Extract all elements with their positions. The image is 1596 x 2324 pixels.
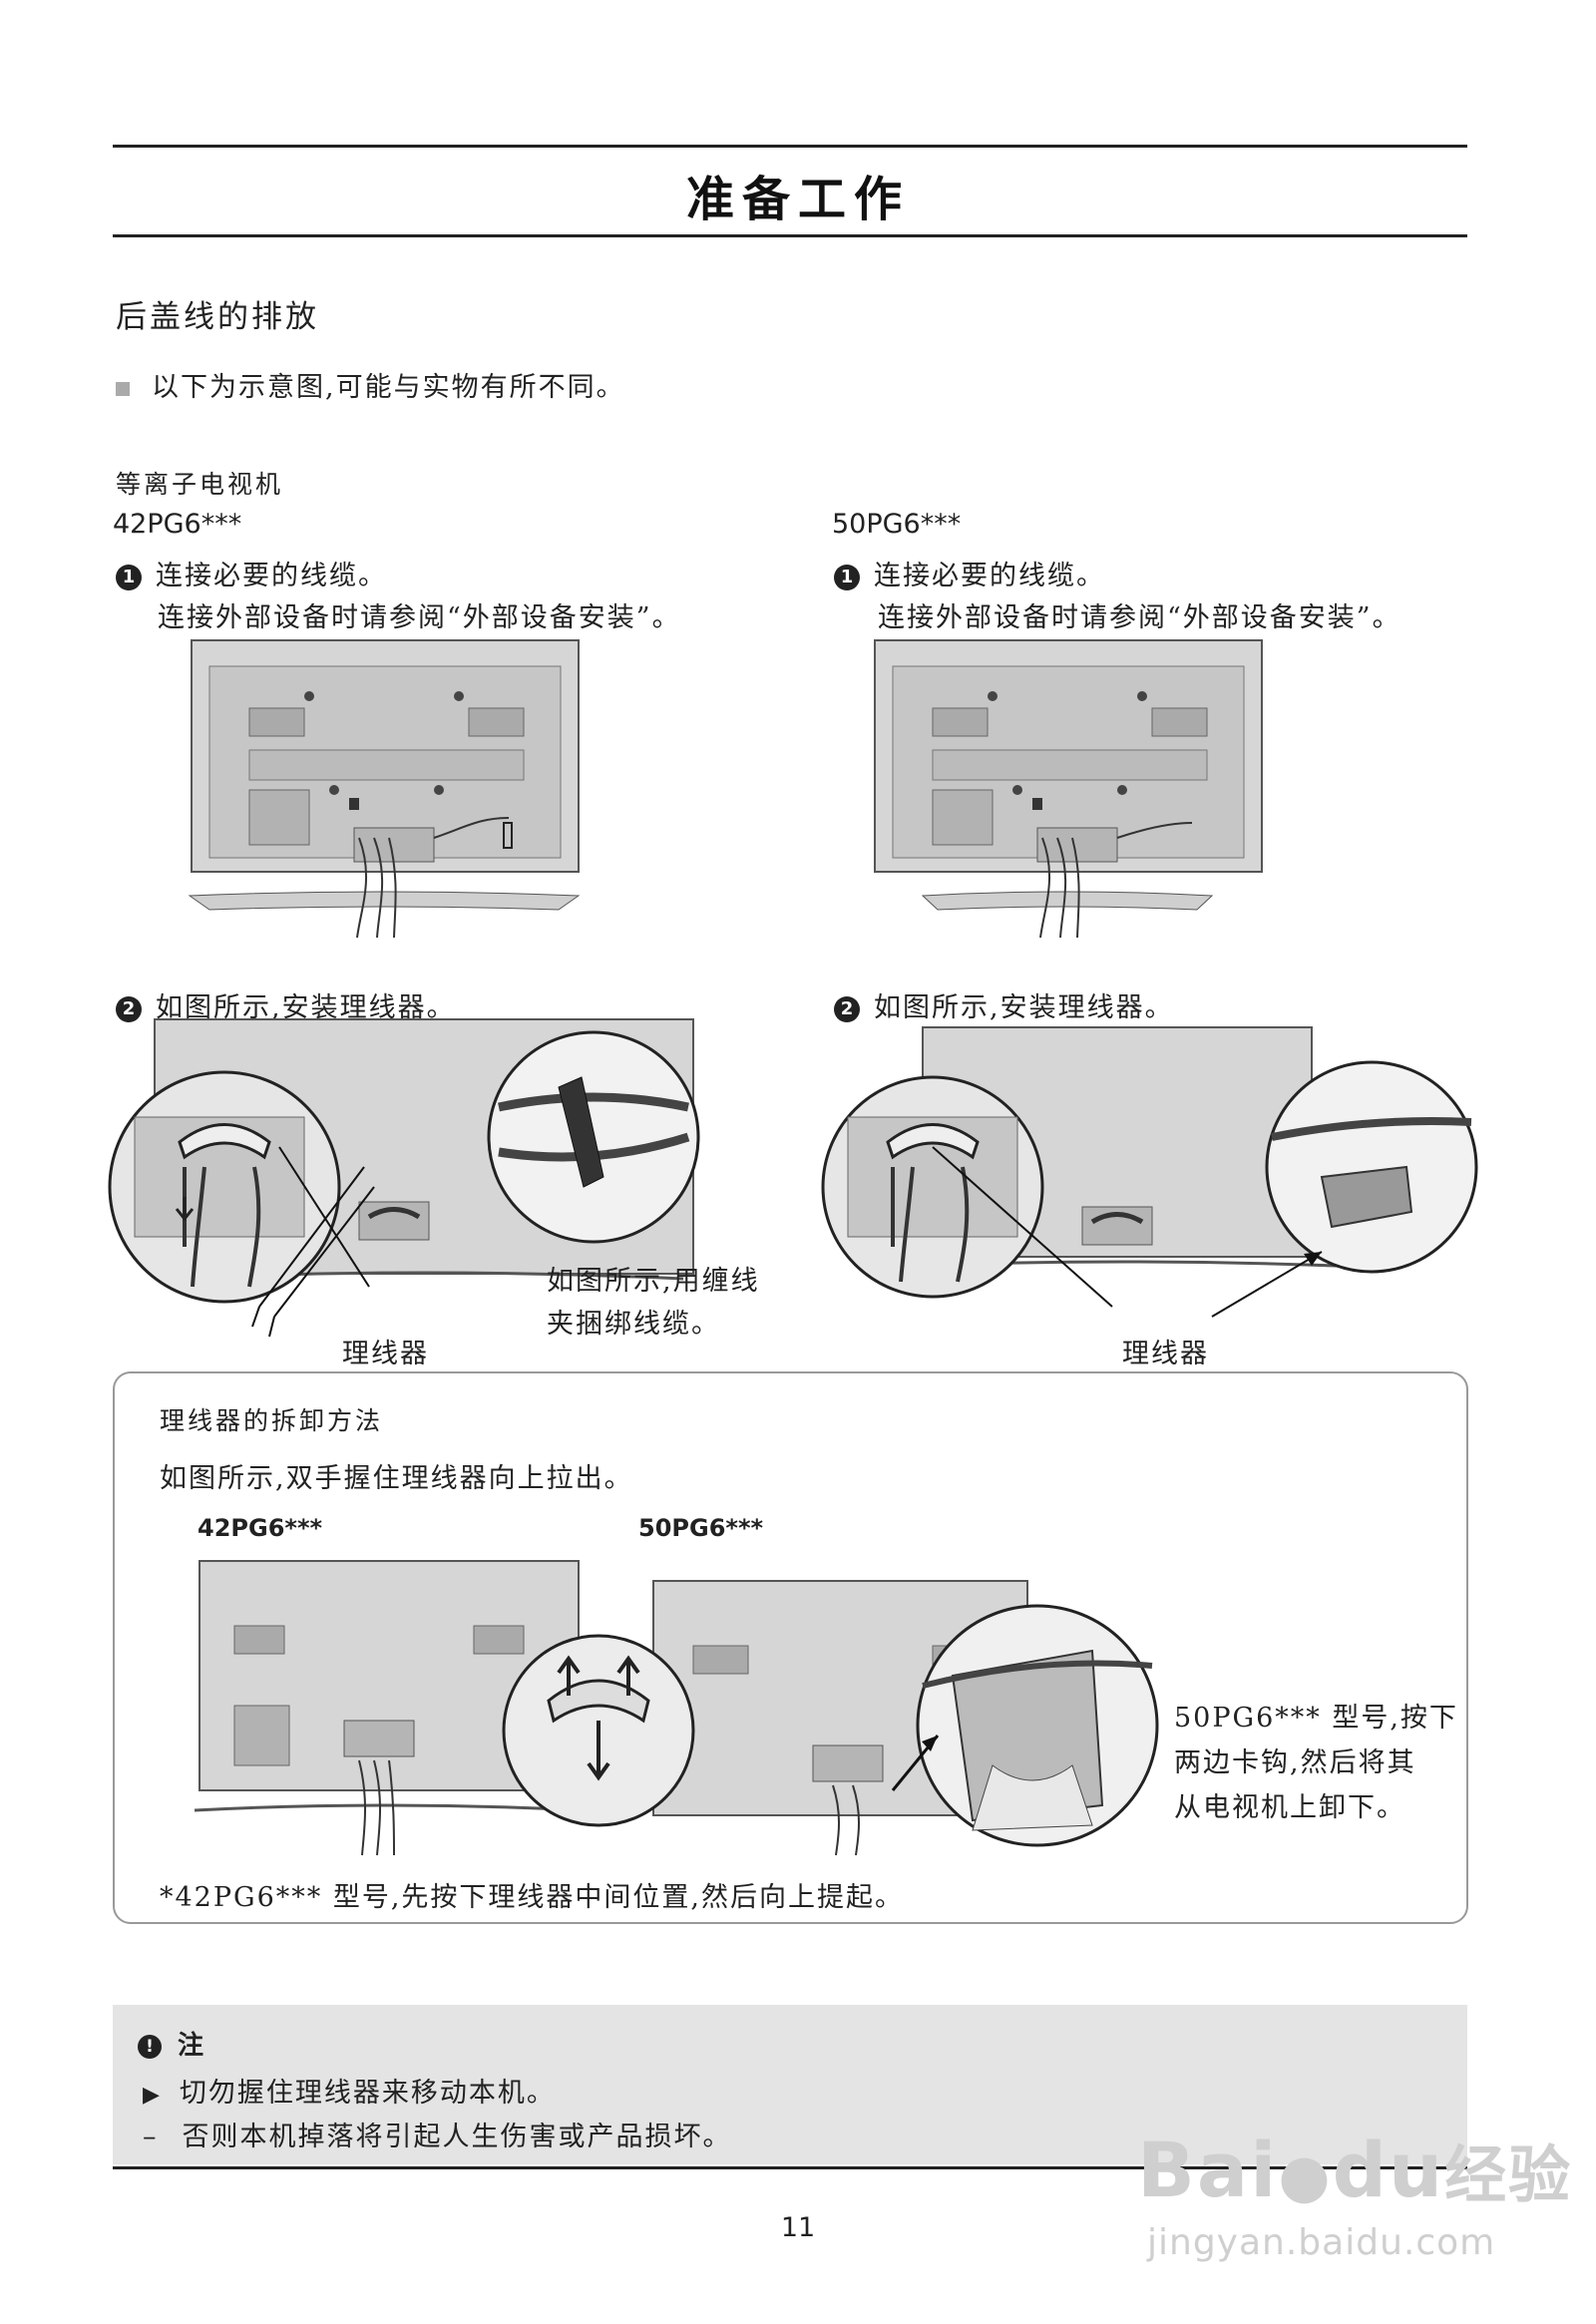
paw-icon: ● [1278,2141,1333,2211]
note-bottom-rule [113,2166,1467,2169]
removal-instruction: 如图所示,双手握住理线器向上拉出。 [160,1463,633,1494]
step-number-icon: 2 [116,996,142,1022]
removal-side-note-3: 从电视机上卸下。 [1174,1792,1405,1823]
left-model: 42PG6*** [113,509,242,540]
exclamation-icon: ! [138,2035,162,2059]
right-cable-manager-label: 理线器 [1122,1339,1209,1369]
left-step1-detail: 连接外部设备时请参阅“外部设备安装”。 [158,602,681,633]
removal-illustration [194,1560,1159,1856]
baidu-watermark-url: jingyan.baidu.com [1147,2222,1496,2263]
step-number-icon: 1 [834,565,860,590]
left-callout-line1: 如图所示,用缠线 [547,1266,760,1297]
header-top-rule [113,145,1467,148]
square-bullet-icon [116,381,130,396]
note-item-1: ▶切勿握住理线器来移动本机。 [143,2078,556,2109]
right-step1-detail: 连接外部设备时请参阅“外部设备安装”。 [878,602,1401,633]
removal-side-note-1: 50PG6*** 型号,按下 [1174,1703,1458,1734]
note-heading: !注 [138,2025,203,2062]
step-number-icon: 1 [116,565,142,590]
removal-footnote: *42PG6*** 型号,先按下理线器中间位置,然后向上提起。 [160,1882,905,1913]
right-model: 50PG6*** [832,509,962,540]
cable-manager-install-50 [821,1026,1478,1318]
baidu-watermark-logo: Bai●du经验 [1137,2126,1573,2214]
removal-title: 理线器的拆卸方法 [160,1406,384,1435]
page-title: 准备工作 [685,172,910,227]
note-item-2: –否则本机掉落将引起人生伤害或产品损坏。 [143,2122,732,2152]
category-label: 等离子电视机 [116,470,284,499]
note-box [113,2005,1467,2164]
removal-side-note-2: 两边卡钩,然后将其 [1174,1747,1416,1778]
step-number-icon: 2 [834,996,860,1022]
left-callout-line2: 夹捆绑线缆。 [547,1309,720,1340]
page-number: 11 [780,2212,816,2243]
cable-manager-install-42 [108,1018,700,1338]
intro-note: 以下为示意图,可能与实物有所不同。 [116,365,625,404]
removal-model-a: 42PG6*** [198,1514,323,1542]
tv-back-illustration-50 [874,639,1263,939]
tv-back-illustration-42 [188,639,581,939]
header-bottom-rule [113,234,1467,237]
triangle-bullet-icon: ▶ [143,2083,162,2108]
removal-model-b: 50PG6*** [638,1514,764,1542]
section-title: 后盖线的排放 [116,299,319,335]
left-cable-manager-label: 理线器 [342,1339,429,1369]
removal-method-box [113,1371,1468,1924]
dash-bullet-icon: – [143,2122,159,2152]
